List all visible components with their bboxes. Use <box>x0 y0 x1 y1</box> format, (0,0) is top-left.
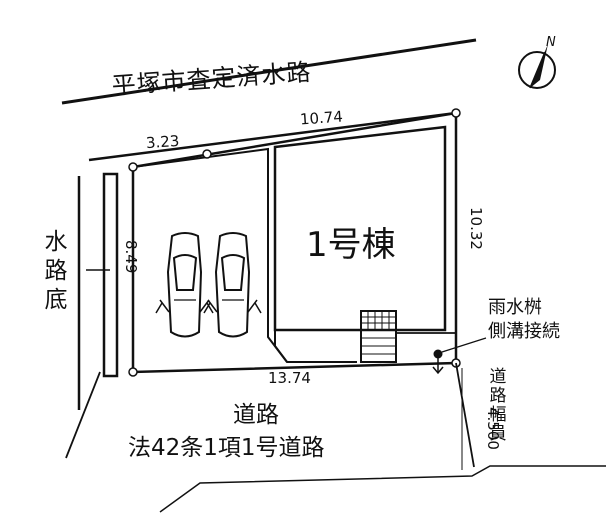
road-edge-left <box>65 371 101 459</box>
north-arrow-icon: N <box>518 35 556 89</box>
compass-n-label: N <box>546 35 556 50</box>
road-far-edge <box>159 465 606 513</box>
rain-drain-label: 雨水桝 側溝接続 <box>488 297 560 342</box>
building-1-label: 1号棟 <box>306 225 396 265</box>
road-classification: 法42条1項1号道路 <box>128 435 325 461</box>
boundary-pins <box>128 108 461 377</box>
dimension-top-edge: 10.74 <box>299 107 344 129</box>
canal-bank-bottom <box>88 111 457 162</box>
dimension-frontage: 3.23 <box>145 131 180 153</box>
road-width-title: 道路幅員 <box>489 367 507 444</box>
drain-marker <box>432 337 487 375</box>
road-edge-right <box>455 362 475 468</box>
dimension-right-edge: 10.32 <box>467 207 485 250</box>
canal-left <box>77 172 119 410</box>
entrance-steps <box>360 310 397 363</box>
dimension-left-edge: 8.49 <box>122 240 140 274</box>
car-2 <box>203 232 262 338</box>
road-name: 道路 <box>233 402 279 428</box>
building-porch <box>274 330 357 363</box>
canal-bottom-label: 水路底 <box>44 229 68 313</box>
building-1-footprint <box>273 125 447 332</box>
dimension-bottom-edge: 13.74 <box>268 369 311 387</box>
canal-bank-top <box>61 38 477 105</box>
car-1 <box>155 232 214 338</box>
parking-outline <box>132 147 288 363</box>
